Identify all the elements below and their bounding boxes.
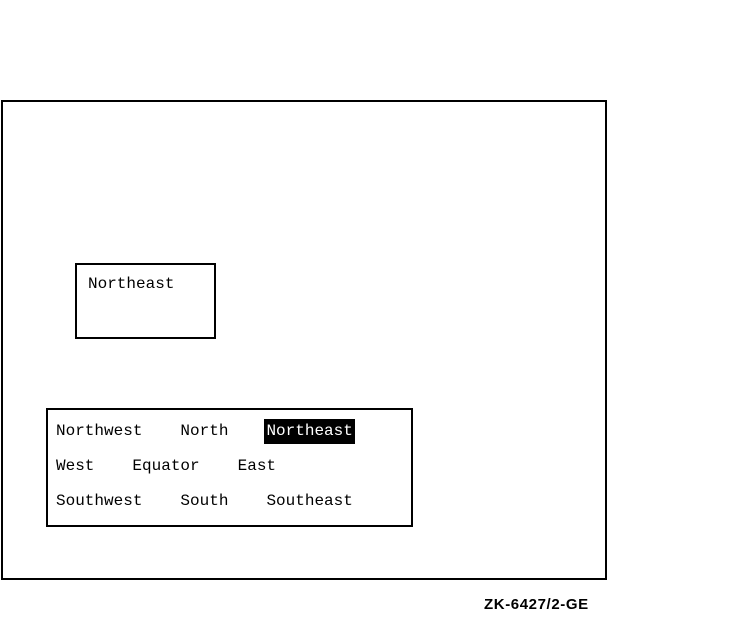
virtual-display-box: Northeast bbox=[75, 263, 216, 339]
menu-item-northeast-selected[interactable]: Northeast bbox=[264, 419, 355, 444]
menu-item-northwest[interactable]: Northwest bbox=[56, 422, 143, 440]
menu-row: Northwest North Northeast bbox=[56, 414, 411, 449]
menu-item-southwest[interactable]: Southwest bbox=[56, 492, 143, 510]
menu-panel: Northwest North Northeast West Equator E… bbox=[46, 408, 413, 527]
virtual-display-label: Northeast bbox=[88, 275, 175, 293]
menu-item-southeast[interactable]: Southeast bbox=[266, 492, 353, 510]
menu-item-equator[interactable]: Equator bbox=[132, 457, 200, 475]
menu-item-west[interactable]: West bbox=[56, 457, 95, 475]
menu-item-north[interactable]: North bbox=[180, 422, 229, 440]
menu-item-east[interactable]: East bbox=[237, 457, 277, 475]
terminal-screen: Northeast Northwest North Northeast West… bbox=[1, 100, 607, 580]
menu-item-south[interactable]: South bbox=[180, 492, 229, 510]
menu-row: West Equator East bbox=[56, 449, 411, 484]
menu-row: Southwest South Southeast bbox=[56, 484, 411, 519]
figure-number: ZK-6427/2-GE bbox=[484, 596, 589, 613]
